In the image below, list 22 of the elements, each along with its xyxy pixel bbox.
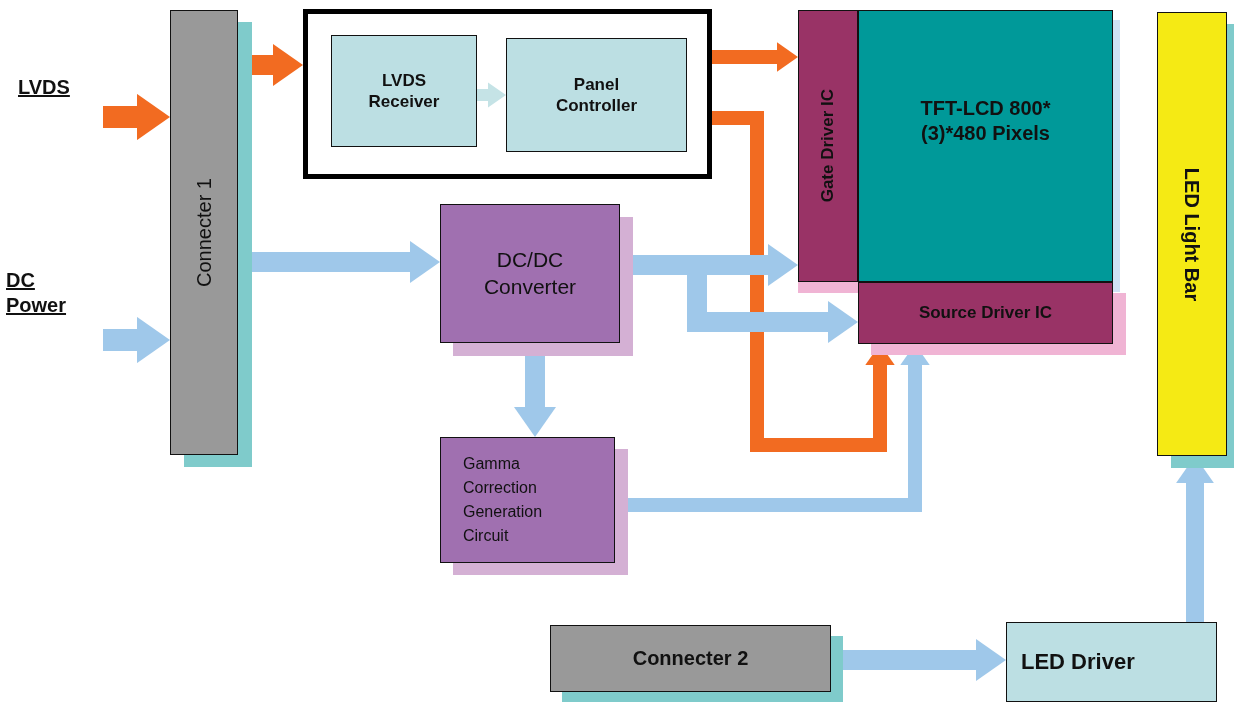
node-label: LED Driver [1021, 648, 1135, 676]
node-label: Panel Controller [554, 73, 639, 117]
arrow [477, 82, 506, 108]
node-label: Gate Driver IC [817, 89, 839, 203]
arrow [103, 316, 170, 364]
node-label: LED Light Bar [1180, 167, 1205, 301]
process-box [1006, 622, 1217, 702]
signal-label: DC Power [6, 268, 66, 318]
arrow [712, 111, 895, 452]
node-label: Source Driver IC [918, 302, 1053, 324]
arrow [103, 93, 170, 141]
node-label: LVDS Receiver [367, 69, 441, 113]
node-label: Gamma Correction Generation Circuit [463, 454, 544, 546]
node-label: Connecter 1 [191, 178, 216, 287]
node-label: TFT-LCD 800*(3)*480 Pixels [919, 96, 1052, 146]
process-box [506, 38, 687, 152]
node-label: Connecter 2 [632, 646, 749, 671]
arrow [712, 42, 798, 72]
node-label: DC/DC Converter [482, 247, 578, 300]
signal-label: LVDS [18, 75, 71, 100]
process-box [331, 35, 477, 147]
module-frame [303, 9, 712, 179]
